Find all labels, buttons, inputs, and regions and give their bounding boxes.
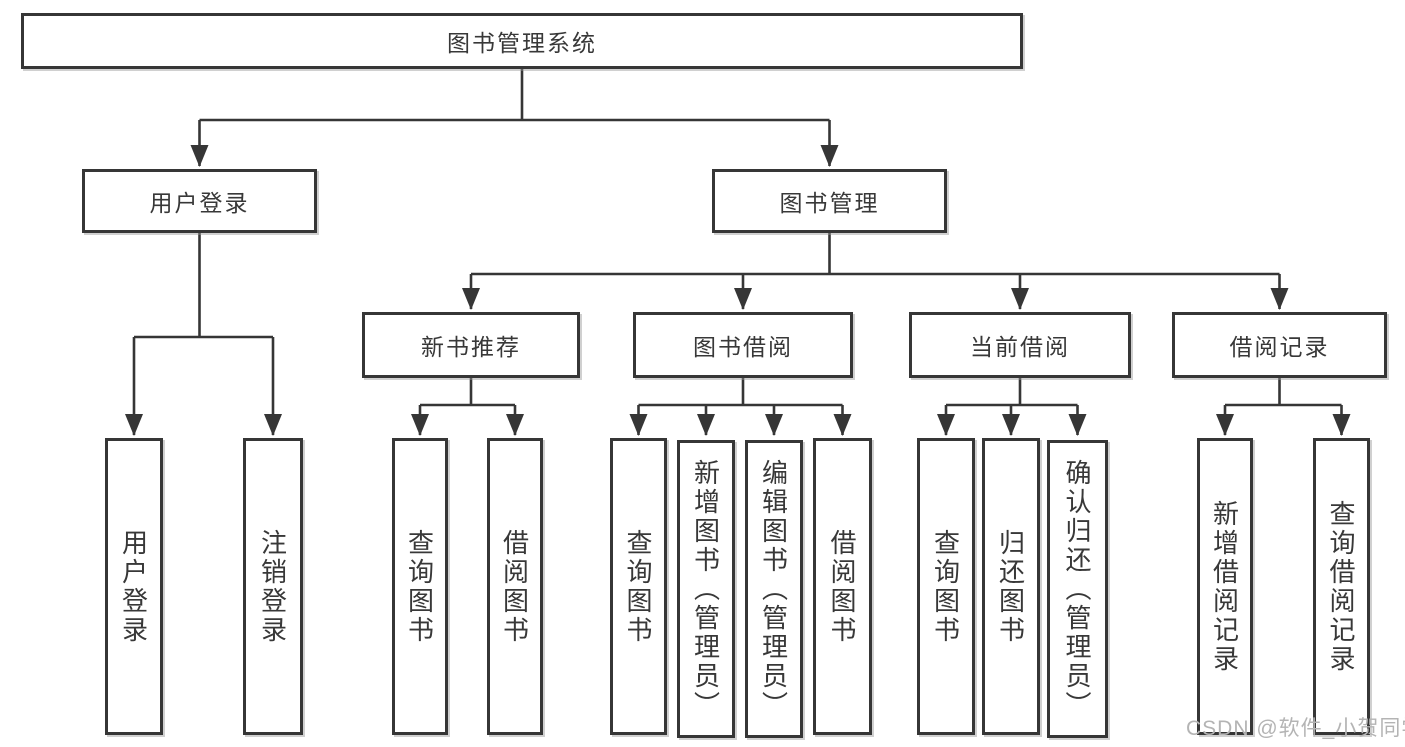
leaf-current-query-books-label: 查询图书	[930, 528, 961, 645]
node-library-system-label: 图书管理系统	[447, 30, 597, 56]
node-library-system: 图书管理系统	[21, 13, 1023, 69]
leaf-add-books-admin: 新增图书（管理员）	[677, 440, 735, 738]
leaf-recommend-query-books-label: 查询图书	[404, 528, 435, 645]
leaf-borrow-books: 借阅图书	[813, 438, 872, 735]
node-book-borrowing: 图书借阅	[633, 312, 853, 378]
leaf-add-borrow-record: 新增借阅记录	[1197, 438, 1253, 735]
leaf-edit-books-admin: 编辑图书（管理员）	[745, 440, 803, 738]
leaf-logout: 注销登录	[243, 438, 303, 735]
leaf-add-borrow-record-label: 新增借阅记录	[1209, 499, 1240, 674]
leaf-recommend-query-books: 查询图书	[392, 438, 448, 735]
node-book-borrowing-label: 图书借阅	[693, 334, 793, 360]
leaf-current-query-books: 查询图书	[917, 438, 975, 735]
node-book-management-label: 图书管理	[779, 190, 880, 216]
leaf-recommend-borrow-books-label: 借阅图书	[499, 528, 530, 645]
leaf-logout-label: 注销登录	[257, 528, 288, 645]
leaf-borrowing-query-books-label: 查询图书	[623, 528, 653, 645]
leaf-query-borrow-record-label: 查询借阅记录	[1326, 499, 1356, 674]
csdn-watermark: CSDN @软件_小贺同学	[1186, 717, 1405, 740]
node-borrowing-records: 借阅记录	[1172, 312, 1387, 378]
leaf-user-login: 用户登录	[105, 438, 163, 735]
leaf-return-books-label: 归还图书	[995, 528, 1026, 645]
node-borrowing-records-label: 借阅记录	[1229, 334, 1330, 360]
node-current-borrowing-label: 当前借阅	[970, 334, 1070, 360]
node-user-login-label: 用户登录	[149, 190, 250, 216]
node-new-book-recommend-label: 新书推荐	[421, 334, 521, 360]
node-user-login: 用户登录	[82, 169, 317, 233]
node-new-book-recommend: 新书推荐	[362, 312, 580, 378]
leaf-borrow-books-label: 借阅图书	[827, 528, 857, 645]
leaf-recommend-borrow-books: 借阅图书	[487, 438, 543, 735]
leaf-user-login-label: 用户登录	[118, 528, 149, 645]
leaf-query-borrow-record: 查询借阅记录	[1313, 438, 1370, 735]
node-book-management: 图书管理	[712, 169, 947, 233]
leaf-confirm-return-admin: 确认归还（管理员）	[1047, 440, 1108, 738]
node-current-borrowing: 当前借阅	[909, 312, 1131, 378]
leaf-edit-books-admin-label: 编辑图书（管理员）	[758, 458, 789, 720]
leaf-return-books: 归还图书	[982, 438, 1040, 735]
leaf-confirm-return-admin-label: 确认归还（管理员）	[1062, 458, 1092, 720]
leaf-add-books-admin-label: 新增图书（管理员）	[690, 458, 721, 720]
leaf-borrowing-query-books: 查询图书	[610, 438, 667, 735]
